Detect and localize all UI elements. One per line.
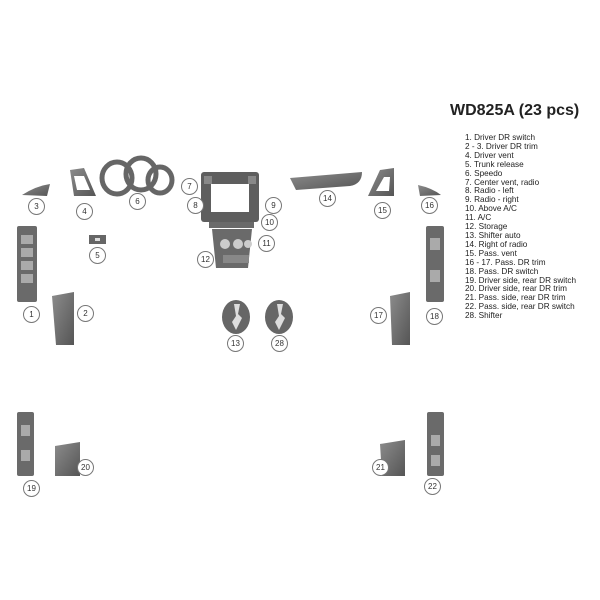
piece-3 <box>22 184 50 196</box>
legend-item: 21. Pass. side, rear DR trim <box>465 293 566 303</box>
legend-item: 18. Pass. DR switch <box>465 266 539 276</box>
callout-16: 16 <box>421 197 438 214</box>
callout-4: 4 <box>76 203 93 220</box>
callout-11: 11 <box>258 235 275 252</box>
callout-10: 10 <box>261 214 278 231</box>
callout-18: 18 <box>426 308 443 325</box>
callout-14: 14 <box>319 190 336 207</box>
piece-6 <box>99 155 175 197</box>
piece-19 <box>17 412 34 476</box>
piece-22 <box>427 412 444 476</box>
callout-15: 15 <box>374 202 391 219</box>
callout-13: 13 <box>227 335 244 352</box>
legend-item: 20. Driver side, rear DR trim <box>465 284 567 294</box>
callout-22: 22 <box>424 478 441 495</box>
legend-item: 6. Speedo <box>465 168 503 178</box>
legend-item: 11. A/C <box>465 213 492 223</box>
legend-item: 16 - 17. Pass. DR trim <box>465 257 546 267</box>
piece-17 <box>390 292 410 345</box>
callout-5: 5 <box>89 247 106 264</box>
legend-item: 19. Driver side, rear DR switch <box>465 275 577 285</box>
callout-17: 17 <box>370 307 387 324</box>
piece-2 <box>52 292 74 345</box>
legend-item: 10. Above A/C <box>465 204 517 214</box>
piece-20 <box>55 442 80 476</box>
callout-8: 8 <box>187 197 204 214</box>
callout-21: 21 <box>372 459 389 476</box>
callout-20: 20 <box>77 459 94 476</box>
parts-legend: 1. Driver DR switch 2 - 3. Driver DR tri… <box>465 133 577 321</box>
callout-28: 28 <box>271 335 288 352</box>
kit-title: WD825A (23 pcs) <box>450 102 580 119</box>
piece-15 <box>368 168 394 196</box>
legend-item: 4. Driver vent <box>465 150 514 160</box>
piece-13 <box>222 300 250 334</box>
legend-item: 5. Trunk release <box>465 159 524 169</box>
legend-item: 22. Pass. side, rear DR switch <box>465 302 575 312</box>
piece-28 <box>265 300 293 334</box>
legend-item: 1. Driver DR switch <box>465 133 536 142</box>
legend-item: 9. Radio - right <box>465 195 519 205</box>
legend-item: 28. Shifter <box>465 311 503 321</box>
callout-12: 12 <box>197 251 214 268</box>
legend-item: 8. Radio - left <box>465 186 514 196</box>
callout-3: 3 <box>28 198 45 215</box>
callout-7: 7 <box>181 178 198 195</box>
legend-item: 14. Right of radio <box>465 239 528 249</box>
piece-14 <box>290 172 362 190</box>
callout-2: 2 <box>77 305 94 322</box>
callout-9: 9 <box>265 197 282 214</box>
legend-item: 12. Storage <box>465 222 508 232</box>
callout-19: 19 <box>23 480 40 497</box>
piece-16 <box>418 185 441 196</box>
legend-item: 15. Pass. vent <box>465 248 517 258</box>
piece-center-stack <box>201 172 259 268</box>
callout-6: 6 <box>129 193 146 210</box>
legend-item: 2 - 3. Driver DR trim <box>465 141 538 151</box>
piece-4-inner <box>74 176 90 190</box>
legend-item: 13. Shifter auto <box>465 230 521 240</box>
piece-1 <box>17 226 37 302</box>
piece-18 <box>426 226 444 302</box>
callout-1: 1 <box>23 306 40 323</box>
legend-item: 7. Center vent, radio <box>465 177 540 187</box>
